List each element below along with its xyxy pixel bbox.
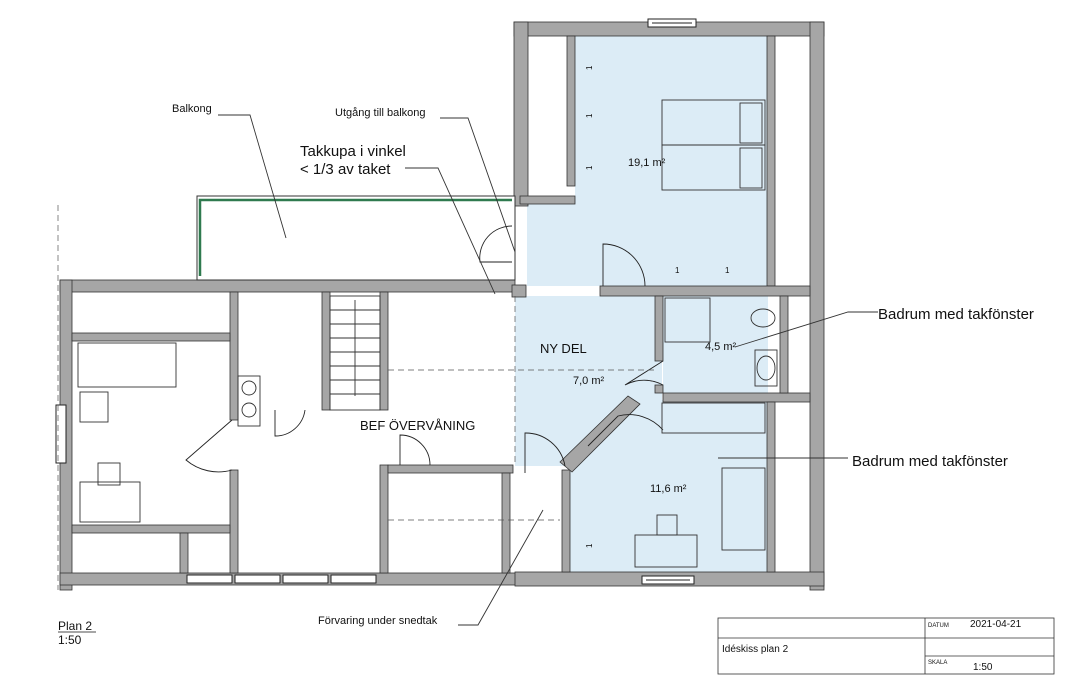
area-hall: 7,0 m² — [573, 375, 605, 387]
marker-1: 1 — [585, 65, 594, 70]
new-area-fill — [515, 36, 768, 572]
area-bath: 4,5 m² — [705, 341, 737, 353]
label-utgang-till-balkong: Utgång till balkong — [335, 107, 426, 119]
doors — [185, 225, 664, 473]
area-bedroom: 19,1 m² — [628, 157, 666, 169]
skala-value: 1:50 — [973, 662, 993, 673]
label-takkupa-line2: < 1/3 av taket — [300, 161, 391, 178]
balcony — [196, 195, 516, 281]
datum-label: DATUM — [928, 623, 949, 629]
plan-name: Plan 2 — [58, 619, 92, 633]
label-badrum-lower: Badrum med takfönster — [852, 453, 1008, 470]
datum-value: 2021-04-21 — [970, 619, 1022, 630]
dashed-lines — [57, 205, 655, 590]
skala-label: SKALA — [928, 660, 947, 666]
marker-1: 1 — [585, 543, 594, 548]
marker-1: 1 — [725, 266, 730, 275]
furniture — [77, 99, 778, 568]
room-label-ny-del: NY DEL — [540, 341, 587, 356]
windows — [55, 18, 697, 585]
marker-1: 1 — [675, 266, 680, 275]
label-takkupa-line1: Takkupa i vinkel — [300, 143, 406, 160]
title-block — [717, 617, 1055, 675]
height-markers: 1 1 1 1 1 1 — [585, 65, 730, 548]
label-balkong: Balkong — [172, 103, 212, 115]
marker-1: 1 — [585, 165, 594, 170]
label-badrum-upper: Badrum med takfönster — [878, 306, 1034, 323]
room-label-bef-overvaning: BEF ÖVERVÅNING — [360, 418, 475, 433]
leader-lines — [218, 114, 878, 626]
plan-scale: 1:50 — [58, 633, 82, 647]
marker-1: 1 — [585, 113, 594, 118]
label-forvaring: Förvaring under snedtak — [318, 615, 438, 627]
drawing-title: Idéskiss plan 2 — [722, 644, 789, 655]
area-room: 11,6 m² — [650, 483, 687, 495]
staircase — [329, 295, 381, 411]
